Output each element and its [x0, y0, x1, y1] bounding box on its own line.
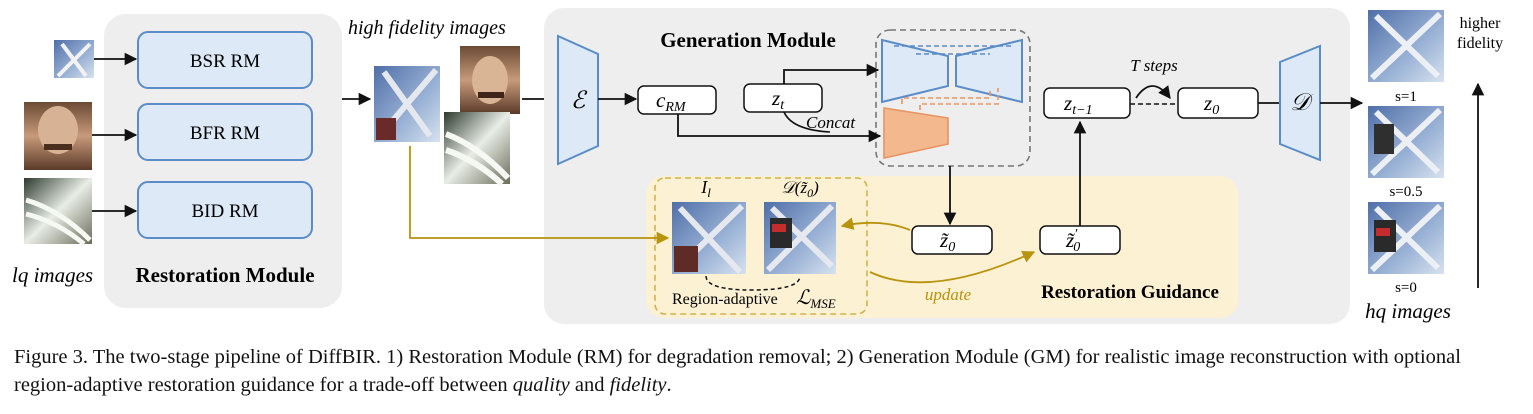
controlnet-block	[883, 88, 999, 159]
z-t-minus-1-label: zt−1	[1063, 91, 1093, 118]
arrow-crm-to-controlnet	[677, 114, 882, 143]
arrow-zt-to-unet	[783, 63, 880, 84]
bid-rm-block: BID RM	[137, 181, 313, 239]
region-adaptive-link	[705, 275, 801, 291]
output-image-s0	[1368, 202, 1444, 274]
d-hat-z0-label: 𝒟(z̃0)	[781, 178, 819, 200]
arrow-update	[869, 251, 1036, 284]
t-steps-label: T steps	[1130, 56, 1178, 75]
z-t-node: zt	[743, 83, 823, 113]
s0-label: s=0	[1395, 280, 1417, 296]
higher-label: higher	[1460, 15, 1502, 32]
bid-rm-label: BID RM	[191, 201, 258, 222]
z-t-label: zt	[771, 86, 785, 113]
s1-label: s=1	[1395, 89, 1417, 105]
concat-label: Concat	[806, 113, 856, 132]
pipeline-diagram: BSR RM BFR RM BID RM Restoration Module …	[12, 8, 1503, 324]
caption-and: and	[569, 374, 610, 396]
lq-image-face	[24, 102, 92, 170]
concat-curve	[783, 111, 831, 133]
encoder-block: ℰ	[557, 34, 599, 166]
figure-caption: Figure 3. The two-stage pipeline of Diff…	[14, 343, 1524, 399]
high-fidelity-label: high fidelity images	[348, 17, 506, 39]
caption-fidelity: fidelity	[609, 374, 667, 396]
hq-images-label: hq images	[1365, 299, 1451, 323]
z-0-node: z0	[1177, 87, 1259, 119]
generation-module-title: Generation Module	[660, 28, 836, 52]
arrow-hf-to-guidance	[409, 146, 670, 245]
bsr-rm-block: BSR RM	[137, 31, 313, 89]
c-rm-label: cRM	[656, 88, 687, 115]
hf-image-windmill	[374, 66, 440, 142]
restoration-guidance-title: Restoration Guidance	[1041, 282, 1219, 303]
bfr-rm-block: BFR RM	[137, 103, 313, 161]
t-steps-arrow	[1135, 85, 1171, 100]
encoder-symbol: ℰ	[571, 88, 588, 114]
bsr-rm-label: BSR RM	[190, 51, 260, 72]
update-label: update	[925, 285, 972, 304]
restoration-module-title: Restoration Module	[135, 263, 314, 287]
z-tilde-0-prime-node: z̃′0	[1039, 225, 1121, 255]
decoder-block: 𝒟	[1279, 44, 1321, 162]
z-tilde-0-prime-label: z̃′0	[1065, 227, 1080, 255]
s05-label: s=0.5	[1389, 184, 1422, 200]
region-adaptive-box	[654, 177, 868, 315]
z-tilde-0-label: z̃0	[939, 228, 955, 255]
lq-image-wing	[24, 178, 92, 246]
guidance-image-lq	[672, 202, 746, 275]
loss-label: ℒMSE	[796, 287, 836, 311]
unet-block	[881, 38, 1023, 104]
caption-end: .	[666, 374, 672, 396]
region-adaptive-label: Region-adaptive	[672, 291, 778, 308]
caption-text: Figure 3. The two-stage pipeline of Diff…	[14, 346, 1461, 396]
fidelity-label: fidelity	[1457, 35, 1503, 52]
arrow-ztilde-to-decoded	[840, 217, 911, 231]
c-rm-node: cRM	[637, 85, 717, 115]
guidance-image-decoded	[764, 202, 836, 274]
caption-quality: quality	[512, 374, 570, 396]
i-l-label: Il	[700, 177, 711, 200]
z-tilde-0-node: z̃0	[911, 225, 993, 255]
hf-image-wing	[444, 112, 511, 187]
hf-image-face	[460, 46, 520, 114]
lq-image-windmill	[54, 40, 94, 78]
output-image-s05	[1368, 106, 1444, 178]
output-image-s1	[1368, 10, 1444, 82]
z-t-minus-1-node: zt−1	[1043, 87, 1131, 119]
lq-images-label: lq images	[12, 263, 93, 287]
bfr-rm-label: BFR RM	[190, 123, 260, 144]
pipeline-svg: BSR RM BFR RM BID RM Restoration Module …	[12, 8, 1503, 324]
denoiser-container	[875, 29, 1031, 167]
z-0-label: z0	[1203, 91, 1219, 118]
